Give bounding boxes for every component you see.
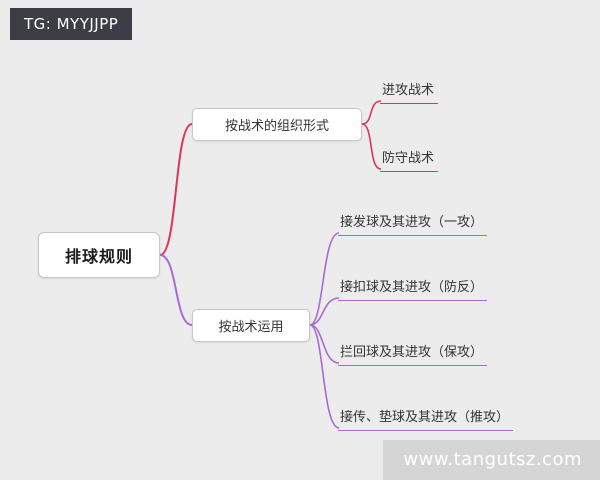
leaf-label: 进攻战术 bbox=[382, 83, 435, 98]
leaf-label: 防守战术 bbox=[382, 151, 435, 166]
root-node[interactable]: 排球规则 bbox=[38, 232, 160, 278]
leaf-label: 接扣球及其进攻（防反） bbox=[340, 280, 484, 295]
watermark-text: www.tangutsz.com bbox=[403, 449, 582, 470]
leaf-attack-tactics[interactable]: 进攻战术 bbox=[380, 79, 439, 104]
leaf-block-return-attack[interactable]: 拦回球及其进攻（保攻） bbox=[338, 341, 488, 366]
branch-node-label: 按战术的组织形式 bbox=[224, 119, 329, 134]
leaf-defense-tactics[interactable]: 防守战术 bbox=[380, 147, 439, 172]
root-node-label: 排球规则 bbox=[64, 247, 133, 266]
branch-node-label: 按战术运用 bbox=[218, 320, 284, 335]
leaf-label: 拦回球及其进攻（保攻） bbox=[340, 345, 484, 360]
tg-badge: TG: MYYJJPP bbox=[10, 8, 133, 40]
leaf-label: 接发球及其进攻（一攻） bbox=[340, 215, 484, 230]
watermark-badge: www.tangutsz.com bbox=[383, 440, 600, 480]
leaf-pass-dig-attack[interactable]: 接传、垫球及其进攻（推攻） bbox=[338, 406, 514, 431]
tg-badge-text: TG: MYYJJPP bbox=[24, 15, 119, 33]
branch-node-tactics-form[interactable]: 按战术的组织形式 bbox=[192, 108, 362, 141]
branch-node-tactics-use[interactable]: 按战术运用 bbox=[192, 309, 310, 342]
leaf-label: 接传、垫球及其进攻（推攻） bbox=[340, 410, 510, 425]
leaf-serve-receive-attack[interactable]: 接发球及其进攻（一攻） bbox=[338, 211, 488, 236]
leaf-spike-receive-attack[interactable]: 接扣球及其进攻（防反） bbox=[338, 276, 488, 301]
